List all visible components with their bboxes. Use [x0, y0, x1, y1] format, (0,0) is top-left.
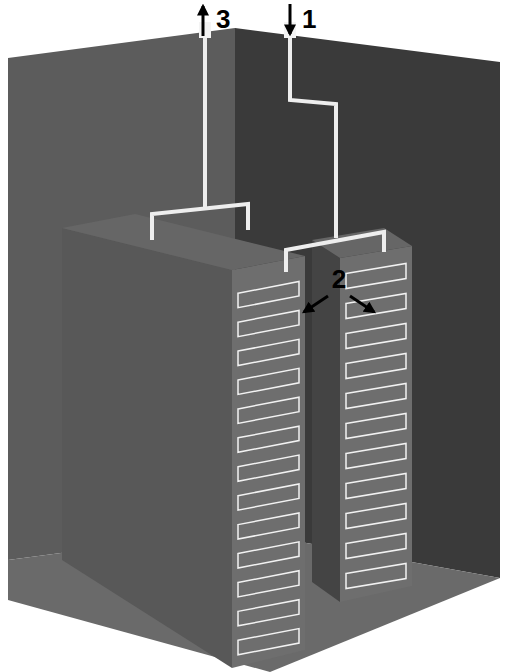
- electrode-plate: [346, 444, 406, 469]
- electrode-plate: [238, 339, 299, 365]
- electrode-plate: [238, 629, 299, 655]
- electrode-plate: [238, 513, 299, 539]
- electrode-plate: [346, 264, 406, 289]
- right-block-front: [340, 246, 412, 602]
- electrode-plate: [238, 542, 299, 568]
- electrode-plate: [238, 397, 299, 423]
- electrode-plate: [346, 354, 406, 379]
- electrode-plate: [238, 368, 299, 394]
- right-block-side: [312, 240, 340, 602]
- electrode-plate: [238, 282, 299, 308]
- electrode-plate: [238, 455, 299, 481]
- electrode-plate: [346, 534, 406, 559]
- callout-number: 1: [302, 6, 316, 32]
- left-block-front: [232, 256, 305, 668]
- callout-number: 2: [332, 266, 346, 292]
- outlet-pipe: [152, 30, 248, 240]
- electrode-plate: [238, 484, 299, 510]
- electrode-plate: [238, 426, 299, 452]
- electrode-plate: [238, 600, 299, 626]
- electrode-plate: [238, 310, 299, 336]
- electrode-plates: [238, 264, 406, 655]
- pipe-fitting: [199, 22, 211, 38]
- left-block-side: [62, 228, 232, 668]
- electrode-plate: [346, 414, 406, 439]
- electrode-plate: [346, 294, 406, 319]
- callout-number: 3: [216, 6, 230, 32]
- flow-arrows: [203, 4, 374, 312]
- electrode-plate: [238, 571, 299, 597]
- electrode-plate: [346, 504, 406, 529]
- electrode-plate: [346, 324, 406, 349]
- electrode-plate: [346, 564, 406, 589]
- inlet-pipe: [286, 30, 384, 272]
- left-block-top: [62, 214, 305, 270]
- electrode-plate: [346, 474, 406, 499]
- electrode-plate: [346, 384, 406, 409]
